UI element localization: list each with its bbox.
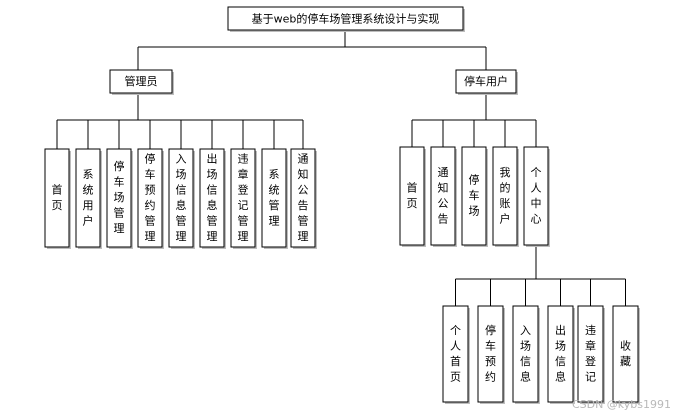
- node-frame: [442, 305, 469, 403]
- user-item-label: 停车场: [469, 173, 480, 218]
- admin-item-label: 违章登记管理: [238, 152, 249, 243]
- user-item-0: 首页: [399, 146, 426, 247]
- node-frame: [430, 146, 456, 246]
- node-frame: [612, 305, 639, 403]
- admin-item-1: 系统用户: [75, 148, 102, 249]
- admin-item-label: 入场信息管理: [176, 152, 187, 243]
- node-frame: [106, 148, 132, 248]
- admin-item-6: 违章登记管理: [230, 148, 257, 249]
- admin-item-4: 入场信息管理: [168, 148, 195, 249]
- admin-node-label: 管理员: [125, 74, 158, 88]
- personal-item-label: 停车预约: [485, 323, 496, 384]
- connector-lines: [56, 30, 626, 306]
- node-frame: [477, 305, 504, 403]
- node-frame: [547, 305, 574, 403]
- user-item-1: 通知公告: [430, 146, 457, 247]
- admin-item-label: 停车场管理: [114, 159, 125, 235]
- admin-item-2: 停车场管理: [106, 148, 133, 249]
- node-frame: [455, 69, 517, 94]
- user-item-label: 个人中心: [531, 166, 542, 226]
- admin-item-7: 系统管理: [261, 148, 288, 249]
- admin-item-label: 通知公告管理: [298, 152, 309, 243]
- node-frame: [137, 148, 163, 248]
- user-item-3: 我的账户: [492, 146, 519, 247]
- personal-item-label: 出场信息: [555, 323, 566, 384]
- user-item-label: 通知公告: [438, 166, 449, 226]
- title-node: 基于web的停车场管理系统设计与实现: [227, 6, 465, 32]
- admin-item-0: 首页: [44, 148, 71, 249]
- node-frame: [290, 148, 316, 248]
- personal-item-5: 收藏: [612, 305, 640, 404]
- personal-item-2: 入场信息: [512, 305, 540, 404]
- user-node: 停车用户: [455, 69, 518, 95]
- personal-item-1: 停车预约: [477, 305, 505, 404]
- diagram-nodes: 基于web的停车场管理系统设计与实现管理员停车用户首页系统用户停车场管理停车预约…: [44, 6, 640, 404]
- admin-node: 管理员: [109, 69, 174, 95]
- user-node-label: 停车用户: [464, 74, 508, 88]
- admin-item-label: 系统管理: [269, 168, 280, 228]
- user-item-label: 首页: [407, 180, 418, 210]
- node-frame: [523, 146, 549, 246]
- user-item-label: 我的账户: [500, 166, 511, 226]
- admin-item-label: 首页: [52, 182, 63, 212]
- node-frame: [168, 148, 194, 248]
- node-frame: [44, 148, 70, 248]
- personal-item-label: 入场信息: [520, 324, 531, 384]
- node-frame: [461, 146, 487, 246]
- title-label: 基于web的停车场管理系统设计与实现: [252, 12, 440, 26]
- node-frame: [75, 148, 101, 248]
- personal-item-label: 收藏: [620, 338, 631, 368]
- node-frame: [399, 146, 425, 246]
- personal-item-0: 个人首页: [442, 305, 470, 404]
- personal-item-label: 个人首页: [450, 324, 461, 384]
- admin-item-label: 系统用户: [83, 168, 94, 228]
- node-frame: [227, 6, 464, 31]
- node-frame: [109, 69, 173, 94]
- admin-item-8: 通知公告管理: [290, 148, 317, 249]
- node-frame: [577, 305, 604, 403]
- personal-item-4: 违章登记: [577, 305, 605, 404]
- node-frame: [261, 148, 287, 248]
- node-frame: [512, 305, 539, 403]
- admin-item-5: 出场信息管理: [199, 148, 226, 249]
- admin-item-label: 停车预约管理: [145, 151, 156, 243]
- admin-item-label: 出场信息管理: [207, 151, 218, 243]
- personal-item-label: 违章登记: [585, 324, 596, 384]
- node-frame: [199, 148, 225, 248]
- user-item-4: 个人中心: [523, 146, 550, 247]
- node-frame: [230, 148, 256, 248]
- csdn-watermark: CSDN @kybs1991: [571, 398, 671, 411]
- user-item-2: 停车场: [461, 146, 488, 247]
- admin-item-3: 停车预约管理: [137, 148, 164, 249]
- personal-item-3: 出场信息: [547, 305, 575, 404]
- node-frame: [492, 146, 518, 246]
